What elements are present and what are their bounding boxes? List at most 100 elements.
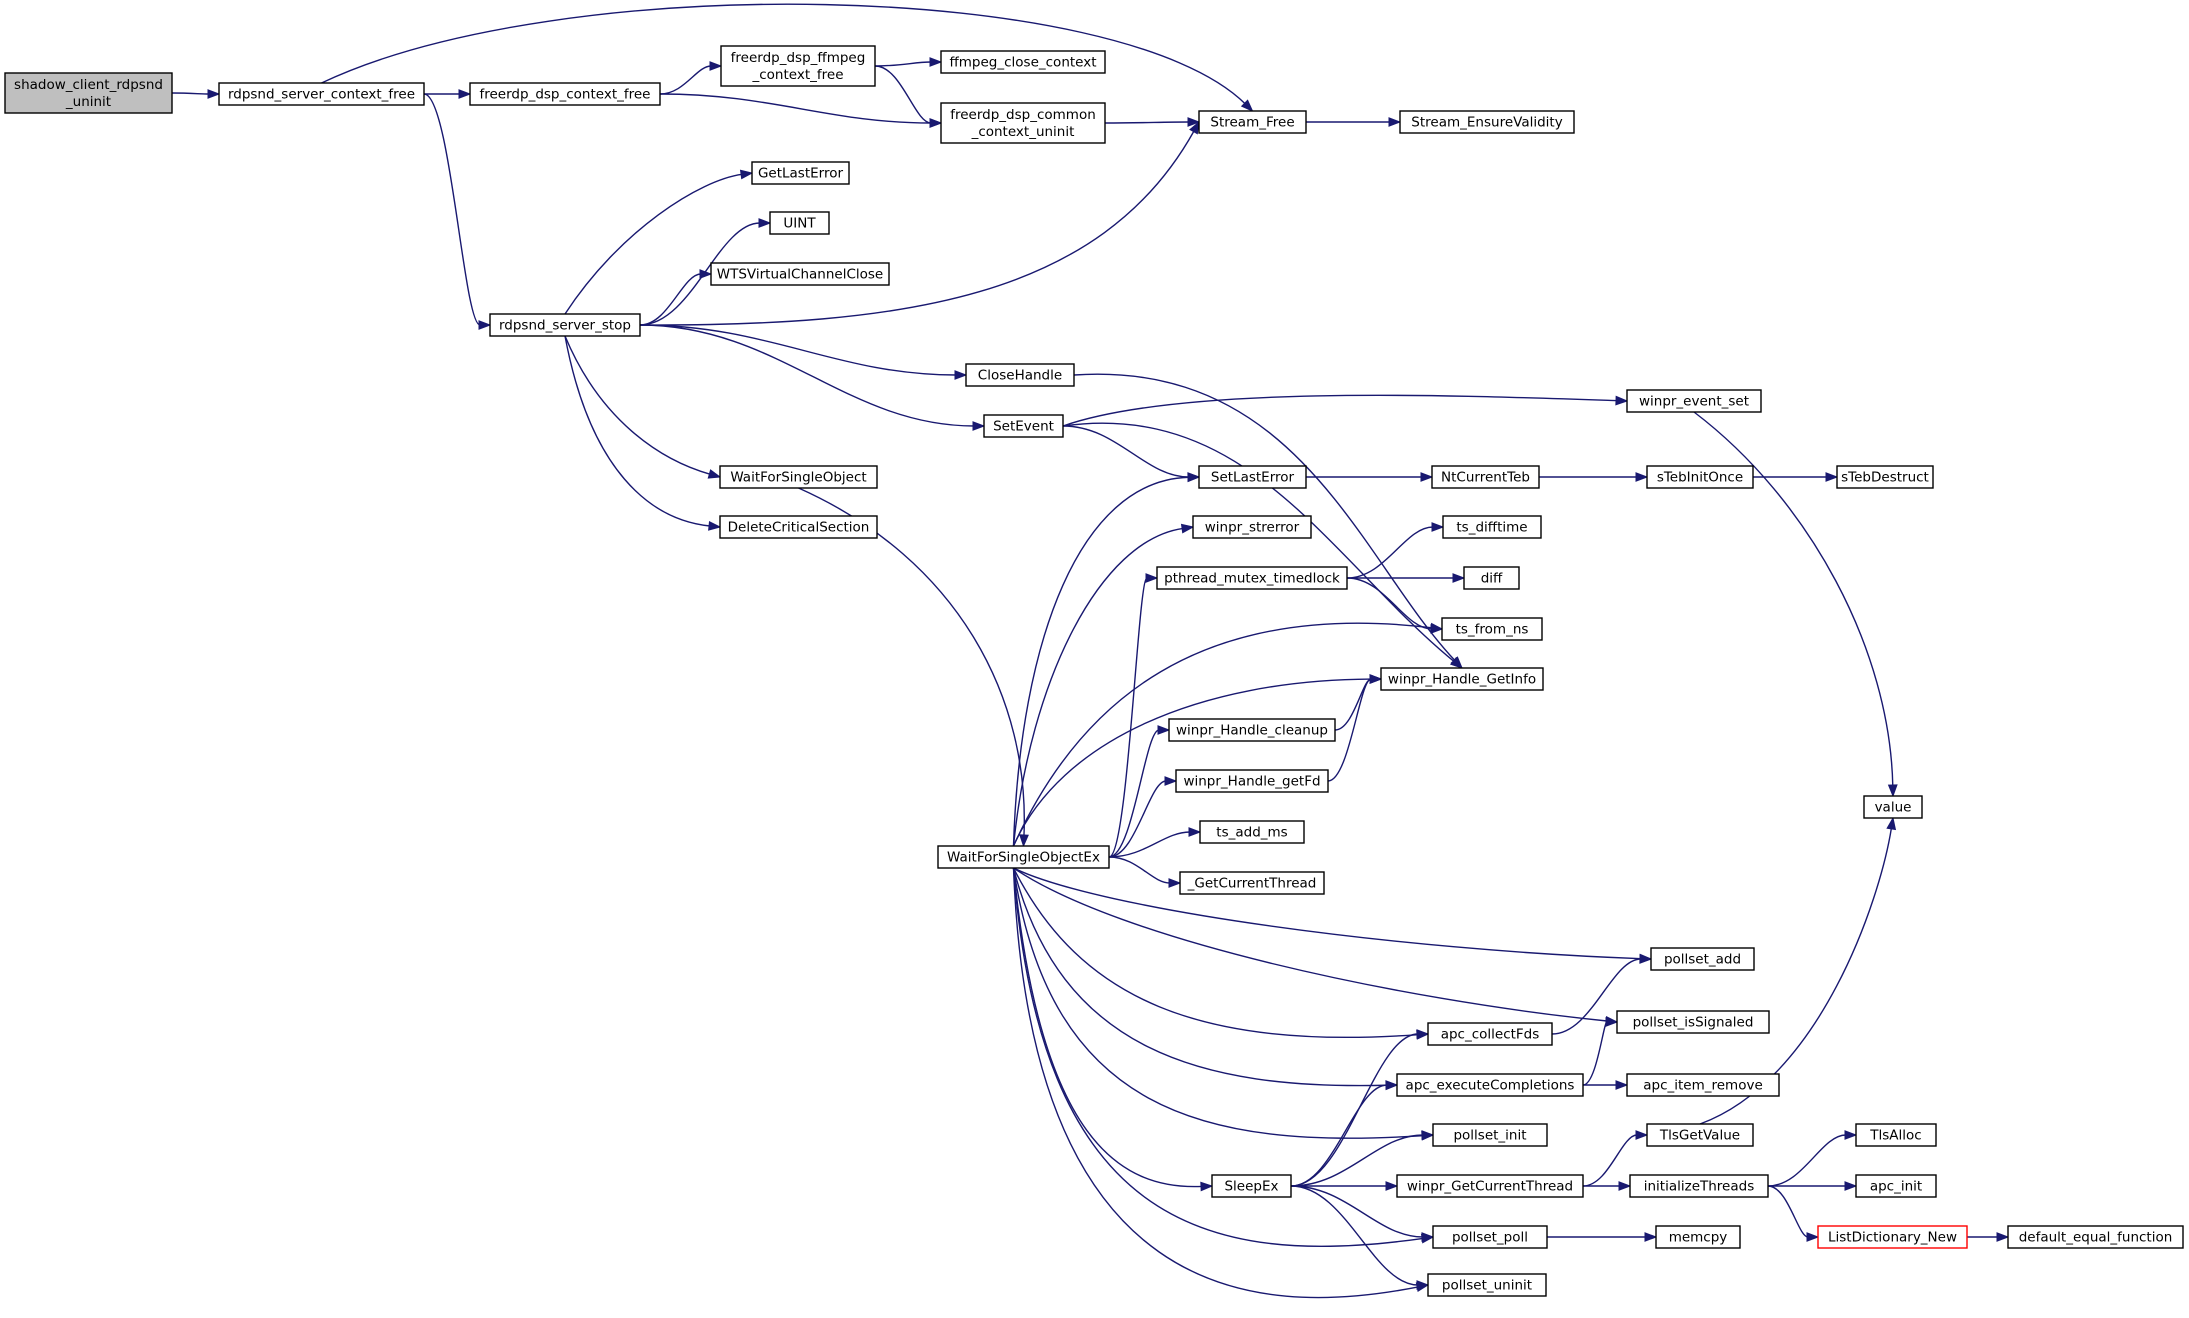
arrowhead-tlsgetvalue-to-value: [1886, 816, 1897, 831]
arrowhead-ntcurrentteb-to-stebinitonce: [1635, 472, 1649, 482]
edge-waitsingleex-to-strerror: [1012, 527, 1184, 847]
node-waitsingle[interactable]: WaitForSingleObject: [719, 465, 878, 489]
node-setevent[interactable]: SetEvent: [983, 414, 1064, 438]
node-setlasterror[interactable]: SetLastError: [1198, 465, 1307, 489]
node-ctxfree[interactable]: rdpsnd_server_context_free: [218, 82, 425, 106]
node-sleepex[interactable]: SleepEx: [1211, 1174, 1292, 1198]
arrowhead-sleepex-to-apccollectfds: [1416, 1029, 1430, 1039]
node-dspctxfree[interactable]: freerdp_dsp_context_free: [469, 82, 661, 106]
node-tsfromns[interactable]: ts_from_ns: [1441, 617, 1543, 641]
node-initthreads[interactable]: initializeThreads: [1629, 1174, 1769, 1198]
node-box: [937, 845, 1110, 869]
node-pollsetpoll[interactable]: pollset_poll: [1432, 1225, 1548, 1249]
node-apcitemremove[interactable]: apc_item_remove: [1626, 1073, 1780, 1097]
node-label: rdpsnd_server_stop: [499, 318, 631, 334]
node-box: [1626, 1073, 1780, 1097]
edge-ffmpegctxfree-to-commonuninit: [874, 65, 932, 124]
edge-serverstop-to-wtsclose: [639, 273, 702, 326]
node-box: [1399, 110, 1575, 134]
node-commonuninit[interactable]: freerdp_dsp_common_context_uninit: [940, 102, 1106, 144]
edge-waitsingleex-to-pollsetinit: [1012, 867, 1424, 1139]
node-serverstop[interactable]: rdpsnd_server_stop: [489, 313, 641, 337]
edge-serverstop-to-getlasterror: [564, 173, 743, 315]
node-box: [1441, 617, 1543, 641]
node-handlecleanup[interactable]: winpr_Handle_cleanup: [1168, 718, 1336, 742]
arrowhead-ctxfree-to-serverstop: [478, 320, 492, 330]
node-box: [983, 414, 1064, 438]
arrowhead-sleepex-to-pollsetuninit: [1416, 1280, 1430, 1290]
node-deletecs[interactable]: DeleteCriticalSection: [719, 515, 878, 539]
node-defaultequal[interactable]: default_equal_function: [2007, 1225, 2184, 1249]
edge-waitsingleex-to-pollsetsignaled: [1013, 867, 1608, 1022]
node-label: GetLastError: [758, 166, 844, 182]
node-closehandle[interactable]: CloseHandle: [965, 363, 1075, 387]
node-getlasterror[interactable]: GetLastError: [751, 161, 850, 185]
node-handlegetinfo[interactable]: winpr_Handle_GetInfo: [1380, 667, 1544, 691]
node-box: [489, 313, 641, 337]
arrowhead-serverstop-to-uint: [758, 218, 772, 228]
node-label: sTebInitOnce: [1657, 470, 1743, 486]
node-box: [1463, 566, 1520, 590]
node-ntcurrentteb[interactable]: NtCurrentTeb: [1431, 465, 1540, 489]
node-value[interactable]: value: [1863, 795, 1923, 819]
node-pollsetinit[interactable]: pollset_init: [1432, 1123, 1548, 1147]
node-root[interactable]: shadow_client_rdpsnd_uninit: [4, 72, 173, 114]
node-apcinit[interactable]: apc_init: [1855, 1174, 1937, 1198]
edge-setevent-to-handlegetinfo: [1062, 422, 1455, 663]
node-box: [769, 211, 830, 235]
node-handlegetfd[interactable]: winpr_Handle_getFd: [1175, 769, 1329, 793]
node-tlsalloc[interactable]: TlsAlloc: [1855, 1123, 1937, 1147]
node-wtsclose[interactable]: WTSVirtualChannelClose: [710, 262, 890, 286]
node-streamfree[interactable]: Stream_Free: [1198, 110, 1307, 134]
node-stebdestruct[interactable]: sTebDestruct: [1836, 465, 1934, 489]
node-box: [1396, 1073, 1584, 1097]
node-box: [1179, 871, 1325, 895]
node-box: [1380, 667, 1544, 691]
node-box: [1626, 389, 1762, 413]
edge-dspctxfree-to-commonuninit: [659, 93, 932, 124]
node-apcexecute[interactable]: apc_executeCompletions: [1396, 1073, 1584, 1097]
node-diff[interactable]: diff: [1463, 566, 1520, 590]
node-strerror[interactable]: winpr_strerror: [1192, 515, 1312, 539]
node-mutextimedlock[interactable]: pthread_mutex_timedlock: [1156, 566, 1348, 590]
node-ffmpegctxfree[interactable]: freerdp_dsp_ffmpeg_context_free: [720, 45, 876, 87]
node-label: winpr_GetCurrentThread: [1407, 1179, 1573, 1195]
arrowhead-serverstop-to-deletecs: [708, 520, 722, 531]
node-label: ts_add_ms: [1216, 825, 1287, 841]
arrowhead-ctxfree-to-streamfree: [1240, 99, 1254, 112]
arrowhead-waitsingleex-to-sleepex: [1200, 1181, 1214, 1192]
arrowhead-ffmpegctxfree-to-commonuninit: [929, 118, 943, 128]
node-waitsingleex[interactable]: WaitForSingleObjectEx: [937, 845, 1110, 869]
node-apccollectfds[interactable]: apc_collectFds: [1427, 1022, 1553, 1046]
node-tlsgetvalue[interactable]: TlsGetValue: [1646, 1123, 1754, 1147]
node-ensurevalid[interactable]: Stream_EnsureValidity: [1399, 110, 1575, 134]
node-box: [1192, 515, 1312, 539]
node-pollsetadd[interactable]: pollset_add: [1650, 947, 1755, 971]
node-box: [1211, 1174, 1292, 1198]
node-box: [1431, 465, 1540, 489]
node-label: _context_free: [752, 67, 844, 83]
node-eventset[interactable]: winpr_event_set: [1626, 389, 1762, 413]
arrowhead-getcurthread-to-initthreads: [1618, 1181, 1632, 1191]
node-memcpy[interactable]: memcpy: [1655, 1225, 1741, 1249]
node-getcurrentthread[interactable]: _GetCurrentThread: [1179, 871, 1325, 895]
node-tsaddms[interactable]: ts_add_ms: [1199, 820, 1305, 844]
node-listdictnew[interactable]: ListDictionary_New: [1817, 1225, 1968, 1249]
arrowhead-waitsingle-to-waitsingleex: [1019, 834, 1029, 848]
node-label: sTebDestruct: [1841, 470, 1929, 486]
arrowhead-commonuninit-to-streamfree: [1187, 117, 1201, 127]
node-getcurthread[interactable]: winpr_GetCurrentThread: [1396, 1174, 1584, 1198]
node-uint[interactable]: UINT: [769, 211, 830, 235]
node-pollsetsignaled[interactable]: pollset_isSignaled: [1616, 1010, 1770, 1034]
arrowhead-waitsingleex-to-strerror: [1180, 523, 1195, 534]
node-pollsetuninit[interactable]: pollset_uninit: [1427, 1273, 1547, 1297]
node-ffmpegclose[interactable]: ffmpeg_close_context: [940, 50, 1106, 74]
arrowhead-sleepex-to-pollsetpoll: [1421, 1232, 1435, 1242]
node-label: diff: [1481, 571, 1503, 587]
edge-sleepex-to-apccollectfds: [1290, 1033, 1419, 1187]
node-tsdifftime[interactable]: ts_difftime: [1442, 515, 1542, 539]
node-stebinitonce[interactable]: sTebInitOnce: [1646, 465, 1754, 489]
arrowhead-apcexecute-to-apcitemremove: [1615, 1080, 1629, 1090]
arrowhead-stebinitonce-to-stebdestruct: [1825, 472, 1839, 482]
edge-waitsingleex-to-setlasterror: [1012, 476, 1190, 847]
